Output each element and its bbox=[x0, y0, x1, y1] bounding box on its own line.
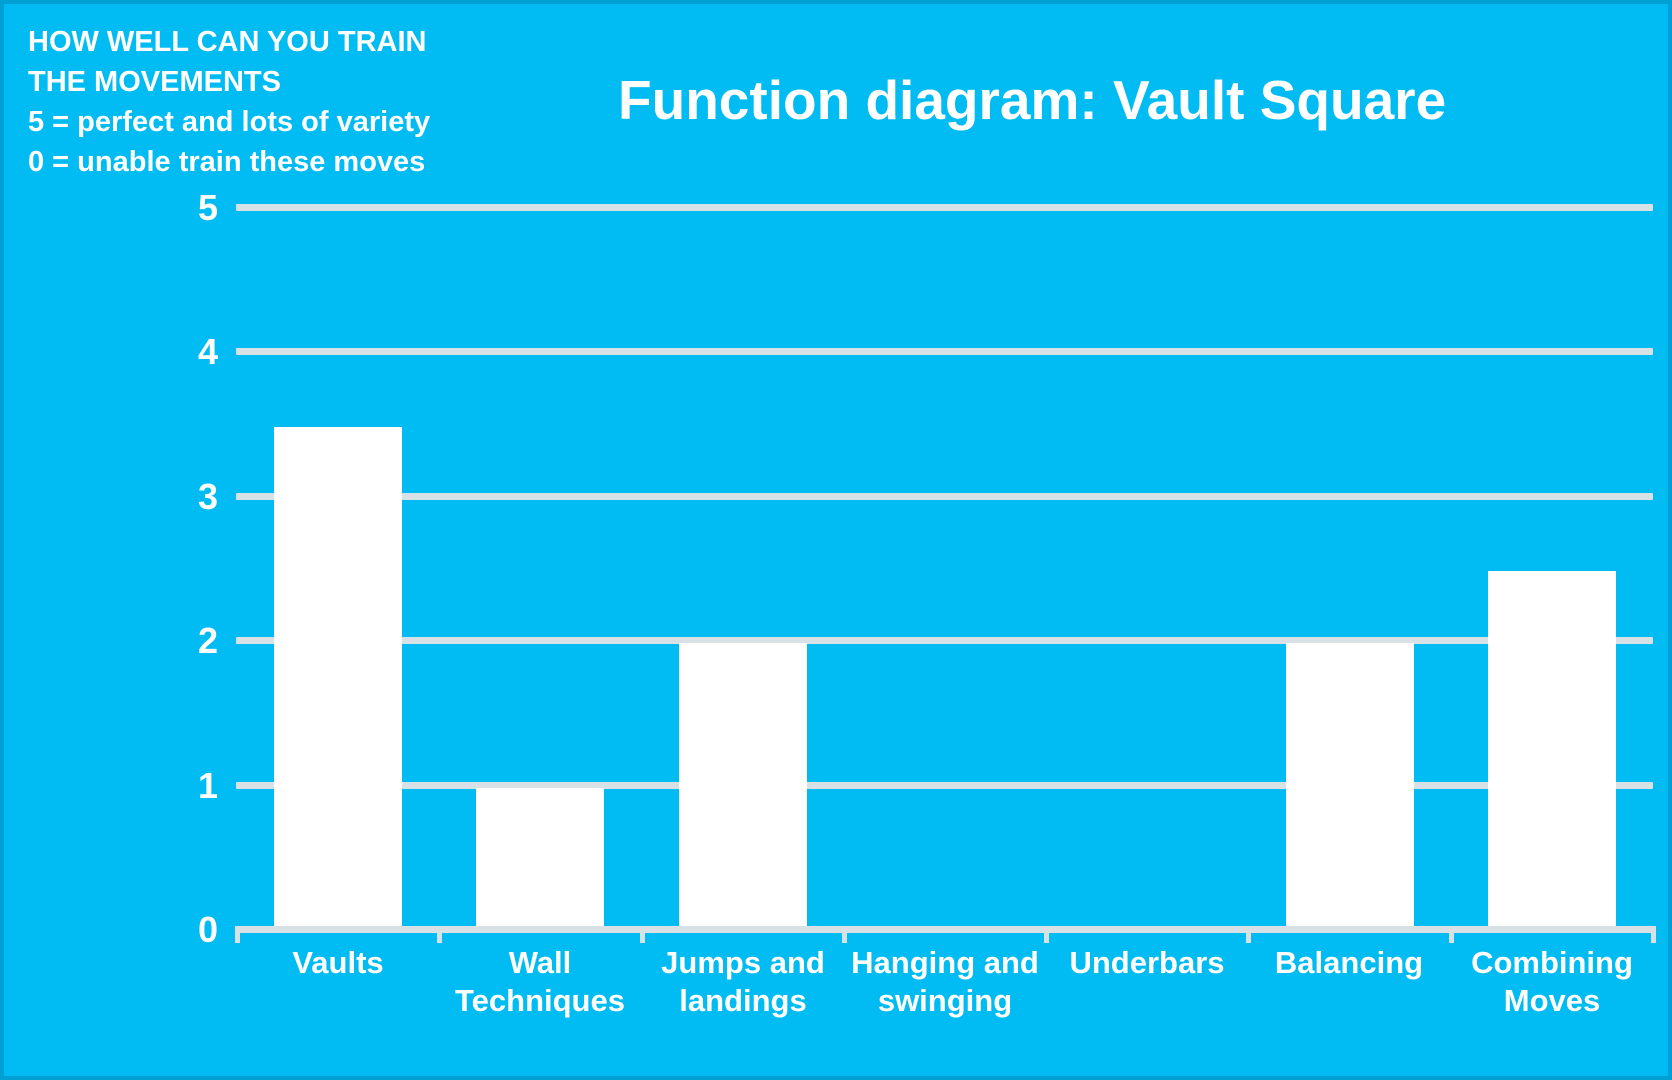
x-axis-tick bbox=[235, 926, 240, 943]
bar bbox=[274, 426, 402, 932]
x-axis-tick bbox=[1651, 926, 1656, 943]
scale-legend: HOW WELL CAN YOU TRAIN THE MOVEMENTS 5 =… bbox=[28, 22, 430, 182]
x-axis-label: Vaults bbox=[292, 945, 384, 980]
bar bbox=[1488, 571, 1616, 932]
x-axis-label: Hanging and swinging bbox=[851, 945, 1039, 1018]
x-axis-label: Combining Moves bbox=[1471, 945, 1633, 1018]
gridline-3 bbox=[236, 492, 1653, 500]
gridline-2 bbox=[236, 637, 1653, 645]
scale-legend-line-2: THE MOVEMENTS bbox=[28, 66, 281, 98]
x-axis-tick bbox=[437, 926, 442, 943]
x-axis-label: Balancing bbox=[1274, 945, 1424, 980]
y-axis-label: 4 bbox=[197, 331, 218, 373]
y-axis-label: 3 bbox=[197, 475, 218, 517]
bar bbox=[1286, 643, 1414, 932]
y-axis-label: 0 bbox=[197, 909, 218, 950]
x-axis-tick bbox=[1044, 926, 1049, 943]
gridline-1 bbox=[236, 781, 1653, 789]
x-axis-label: Jumps and landings bbox=[661, 945, 825, 1018]
bar bbox=[679, 643, 807, 932]
x-axis-label: Underbars bbox=[1069, 945, 1225, 980]
x-axis-tick bbox=[640, 926, 645, 943]
x-axis-tick bbox=[842, 926, 847, 943]
y-axis-label: 1 bbox=[197, 764, 218, 806]
x-axis-tick bbox=[1246, 926, 1251, 943]
x-axis-label: Wall Techniques bbox=[455, 945, 625, 1018]
bar bbox=[476, 787, 604, 932]
x-axis-line bbox=[236, 926, 1654, 933]
scale-legend-line-4: 0 = unable train these moves bbox=[28, 146, 426, 178]
scale-legend-line-3: 5 = perfect and lots of variety bbox=[28, 106, 431, 138]
scale-legend-line-1: HOW WELL CAN YOU TRAIN bbox=[28, 26, 427, 58]
chart-title: Function diagram: Vault Square bbox=[618, 69, 1447, 131]
y-axis-label: 2 bbox=[197, 620, 218, 662]
gridline-5 bbox=[236, 204, 1653, 211]
x-axis-tick bbox=[1449, 926, 1454, 943]
y-axis-label: 5 bbox=[197, 187, 218, 228]
gridline-4 bbox=[236, 348, 1653, 356]
